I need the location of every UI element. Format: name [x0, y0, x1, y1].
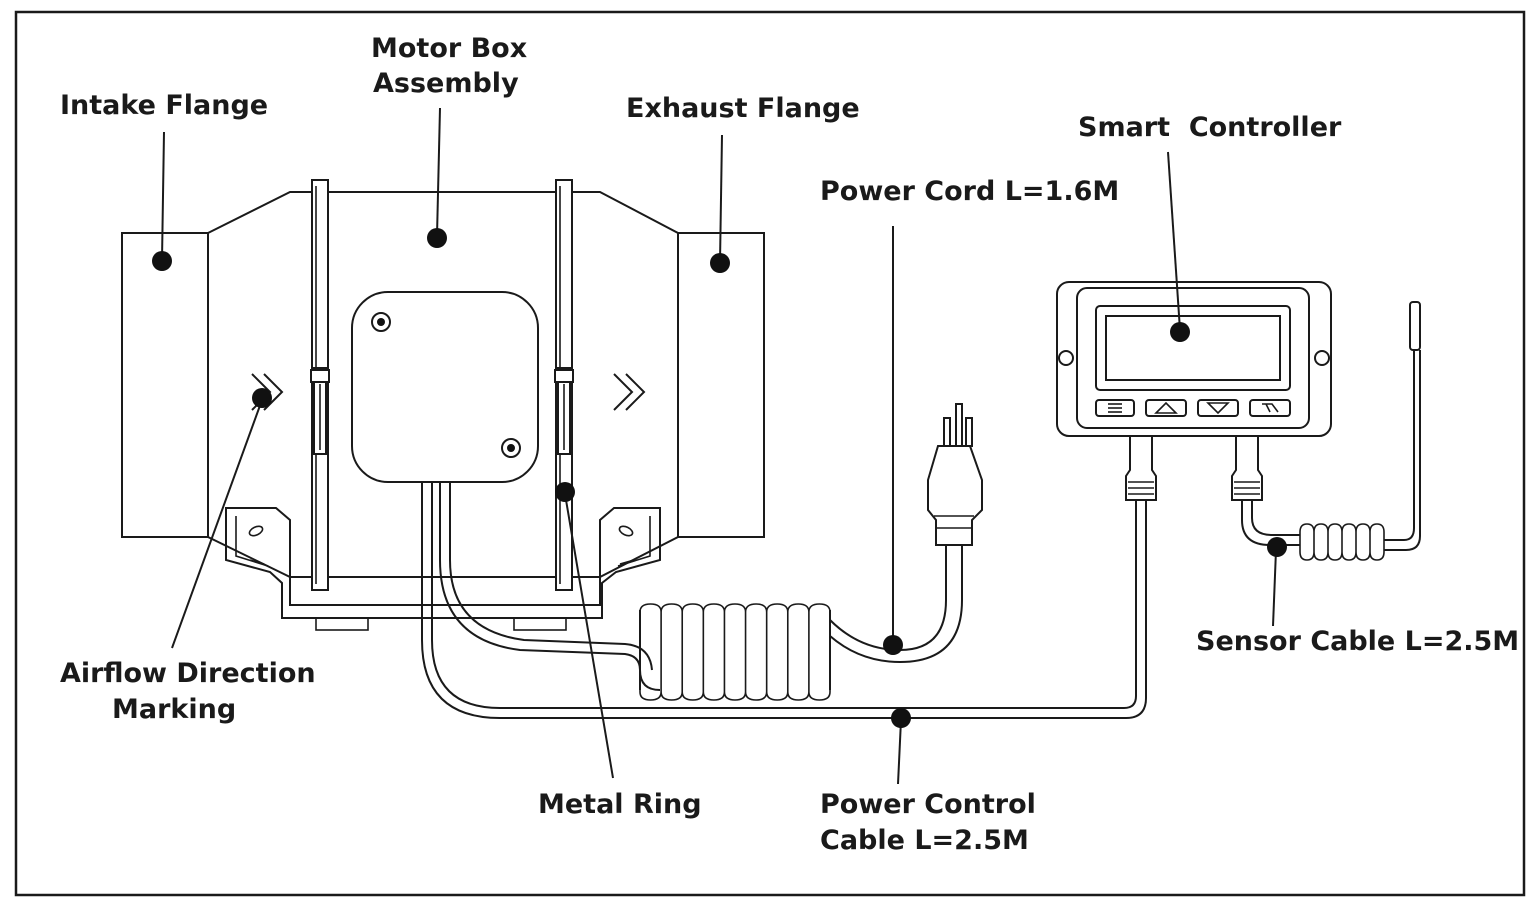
label-airflow-line2: Marking: [112, 694, 236, 725]
label-intake-flange: Intake Flange: [60, 90, 268, 121]
inline-duct-fan: [121, 179, 765, 631]
menu-icon: [1108, 403, 1122, 413]
power-control-cable: [421, 482, 1147, 719]
power-cord-cable: [439, 482, 661, 691]
temperature-sensor-probe: [1409, 301, 1421, 351]
controller-button-menu[interactable]: [1095, 399, 1135, 417]
power-cord-coil: [639, 603, 831, 701]
airflow-arrow-right-icon: [613, 373, 646, 411]
controller-button-down[interactable]: [1197, 399, 1239, 417]
controller-button-up[interactable]: [1145, 399, 1187, 417]
arrow-down-icon: [1206, 402, 1230, 415]
diagram-border: [14, 10, 1526, 897]
intake-flange-shape: [121, 232, 209, 538]
label-airflow-line1: Airflow Direction: [60, 658, 316, 689]
arrow-up-icon: [1154, 401, 1178, 414]
power-control-connector: [1125, 435, 1157, 501]
sensor-cable-coil: [1299, 523, 1385, 561]
label-motor-box-line2: Assembly: [373, 68, 519, 99]
power-plug: [927, 403, 983, 546]
wrench-icon: [1262, 403, 1279, 413]
label-motor-box-line1: Motor Box: [371, 33, 527, 64]
mounting-bracket: [225, 507, 661, 619]
metal-ring-left: [310, 179, 330, 591]
label-power-cord: Power Cord L=1.6M: [820, 176, 1119, 207]
label-smart-controller: Smart Controller: [1078, 112, 1342, 143]
controller-button-settings[interactable]: [1249, 399, 1291, 417]
label-power-control-line2: Cable L=2.5M: [820, 825, 1029, 856]
label-sensor-cable: Sensor Cable L=2.5M: [1196, 626, 1519, 657]
label-power-control-line1: Power Control: [820, 789, 1036, 820]
label-exhaust-flange: Exhaust Flange: [626, 93, 860, 124]
label-metal-ring: Metal Ring: [538, 789, 702, 820]
junction-box: [351, 291, 539, 483]
smart-controller-device: [1056, 281, 1332, 501]
exhaust-flange-shape: [677, 232, 765, 538]
sensor-cable: [1241, 500, 1300, 546]
sensor-connector: [1231, 435, 1263, 501]
